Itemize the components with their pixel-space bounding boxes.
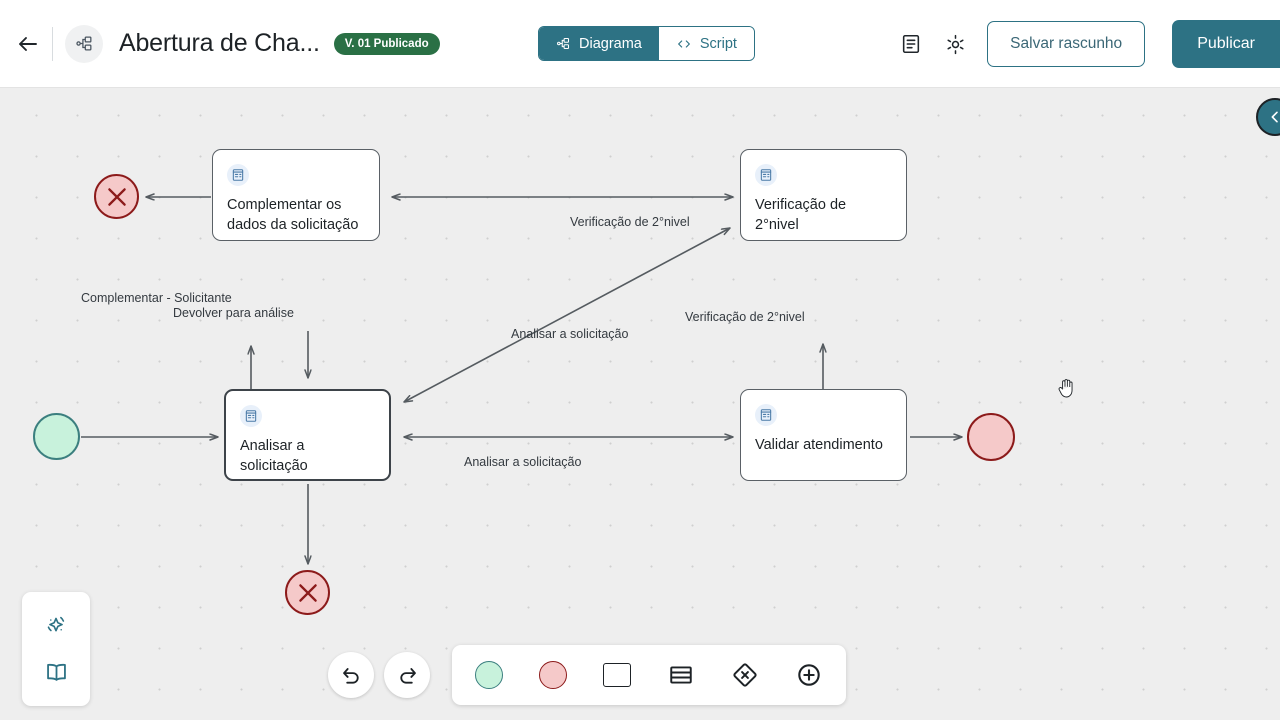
grab-hand-cursor xyxy=(1058,379,1073,398)
header-actions: Salvar rascunho Publicar xyxy=(889,0,1280,88)
connector-layer xyxy=(81,88,1280,720)
history-controls xyxy=(328,652,430,698)
form-glyph-icon xyxy=(760,409,772,421)
back-button[interactable] xyxy=(8,24,48,64)
diagram-icon xyxy=(557,37,570,50)
end-event-icon xyxy=(539,661,567,689)
app-header: Abertura de Cha... V. 01 Publicado Diagr… xyxy=(0,0,1280,88)
form-glyph-icon xyxy=(760,169,772,181)
mouse-cursor xyxy=(1056,376,1078,405)
tab-script[interactable]: Script xyxy=(658,27,754,60)
cancel-event-bottom[interactable] xyxy=(285,570,330,615)
tab-diagrama-label: Diagrama xyxy=(579,35,642,52)
left-tools-panel xyxy=(22,592,90,706)
panel-expand-button[interactable] xyxy=(1256,98,1280,136)
document-icon xyxy=(903,34,920,54)
form-glyph-icon xyxy=(245,410,257,422)
save-draft-button[interactable]: Salvar rascunho xyxy=(987,21,1146,67)
header-divider xyxy=(52,26,53,61)
close-icon xyxy=(298,583,317,602)
cancel-event-top[interactable] xyxy=(94,174,139,219)
shape-palette xyxy=(452,645,846,705)
documentation-button[interactable] xyxy=(43,659,70,686)
undo-button[interactable] xyxy=(328,652,374,698)
palette-lane[interactable] xyxy=(658,652,704,698)
redo-icon xyxy=(399,667,416,684)
redo-button[interactable] xyxy=(384,652,430,698)
view-mode-toggle: Diagrama Script xyxy=(538,26,755,61)
palette-gateway[interactable] xyxy=(722,652,768,698)
start-event[interactable] xyxy=(33,413,80,460)
edge-label-analisar-bottom: Analisar a solicitação xyxy=(464,455,582,469)
settings-button[interactable] xyxy=(933,22,977,66)
form-glyph-icon xyxy=(232,169,244,181)
edge-label-devolver: Devolver para análise xyxy=(173,306,294,320)
lanes-icon xyxy=(670,666,692,684)
palette-start-event[interactable] xyxy=(466,652,512,698)
form-icon xyxy=(240,405,262,427)
node-validar-atendimento[interactable]: Validar atendimento xyxy=(740,389,907,481)
edge-label-verificacao-top: Verificação de 2°nivel xyxy=(570,215,690,229)
form-icon xyxy=(755,164,777,186)
status-badge: V. 01 Publicado xyxy=(333,32,440,55)
end-event[interactable] xyxy=(967,413,1015,461)
palette-add[interactable] xyxy=(786,652,832,698)
chevron-left-icon xyxy=(1271,111,1278,123)
tab-diagrama[interactable]: Diagrama xyxy=(539,27,659,60)
form-icon xyxy=(755,404,777,426)
document-button[interactable] xyxy=(889,22,933,66)
node-label: Verificação de 2°nivel xyxy=(755,197,847,233)
diagram-canvas[interactable]: Complementar - Solicitante Devolver para… xyxy=(0,88,1280,720)
ai-assistant-button[interactable] xyxy=(43,612,69,638)
node-label: Validar atendimento xyxy=(755,437,883,453)
node-label: Analisar a solicitação xyxy=(240,438,308,474)
close-icon xyxy=(107,187,126,206)
form-icon xyxy=(227,164,249,186)
process-node-icon xyxy=(75,36,91,51)
arrow-left-icon xyxy=(19,36,37,51)
start-event-icon xyxy=(475,661,503,689)
process-avatar xyxy=(65,24,103,63)
node-complementar-os-dados[interactable]: Complementar os dados da solicitação xyxy=(212,149,380,241)
edge-label-analisar-diagonal: Analisar a solicitação xyxy=(511,327,629,341)
gear-icon xyxy=(947,34,964,54)
undo-icon xyxy=(342,667,359,684)
gateway-diamond-icon xyxy=(733,663,757,687)
node-analisar-solicitacao[interactable]: Analisar a solicitação xyxy=(224,389,391,481)
palette-task[interactable] xyxy=(594,652,640,698)
tab-script-label: Script xyxy=(699,35,737,52)
code-brackets-icon xyxy=(677,39,690,48)
edge-label-complementar-solicitante: Complementar - Solicitante xyxy=(81,291,232,305)
book-icon xyxy=(46,663,66,681)
edge-label-verificacao-right: Verificação de 2°nivel xyxy=(685,310,805,324)
node-label: Complementar os dados da solicitação xyxy=(227,197,359,233)
page-title: Abertura de Cha... xyxy=(119,29,320,57)
rectangle-icon xyxy=(603,663,631,687)
palette-end-event[interactable] xyxy=(530,652,576,698)
sparkle-ai-icon xyxy=(47,617,65,632)
publish-button[interactable]: Publicar xyxy=(1172,20,1280,68)
plus-circle-icon xyxy=(798,664,820,686)
node-verificacao-2-nivel[interactable]: Verificação de 2°nivel xyxy=(740,149,907,241)
